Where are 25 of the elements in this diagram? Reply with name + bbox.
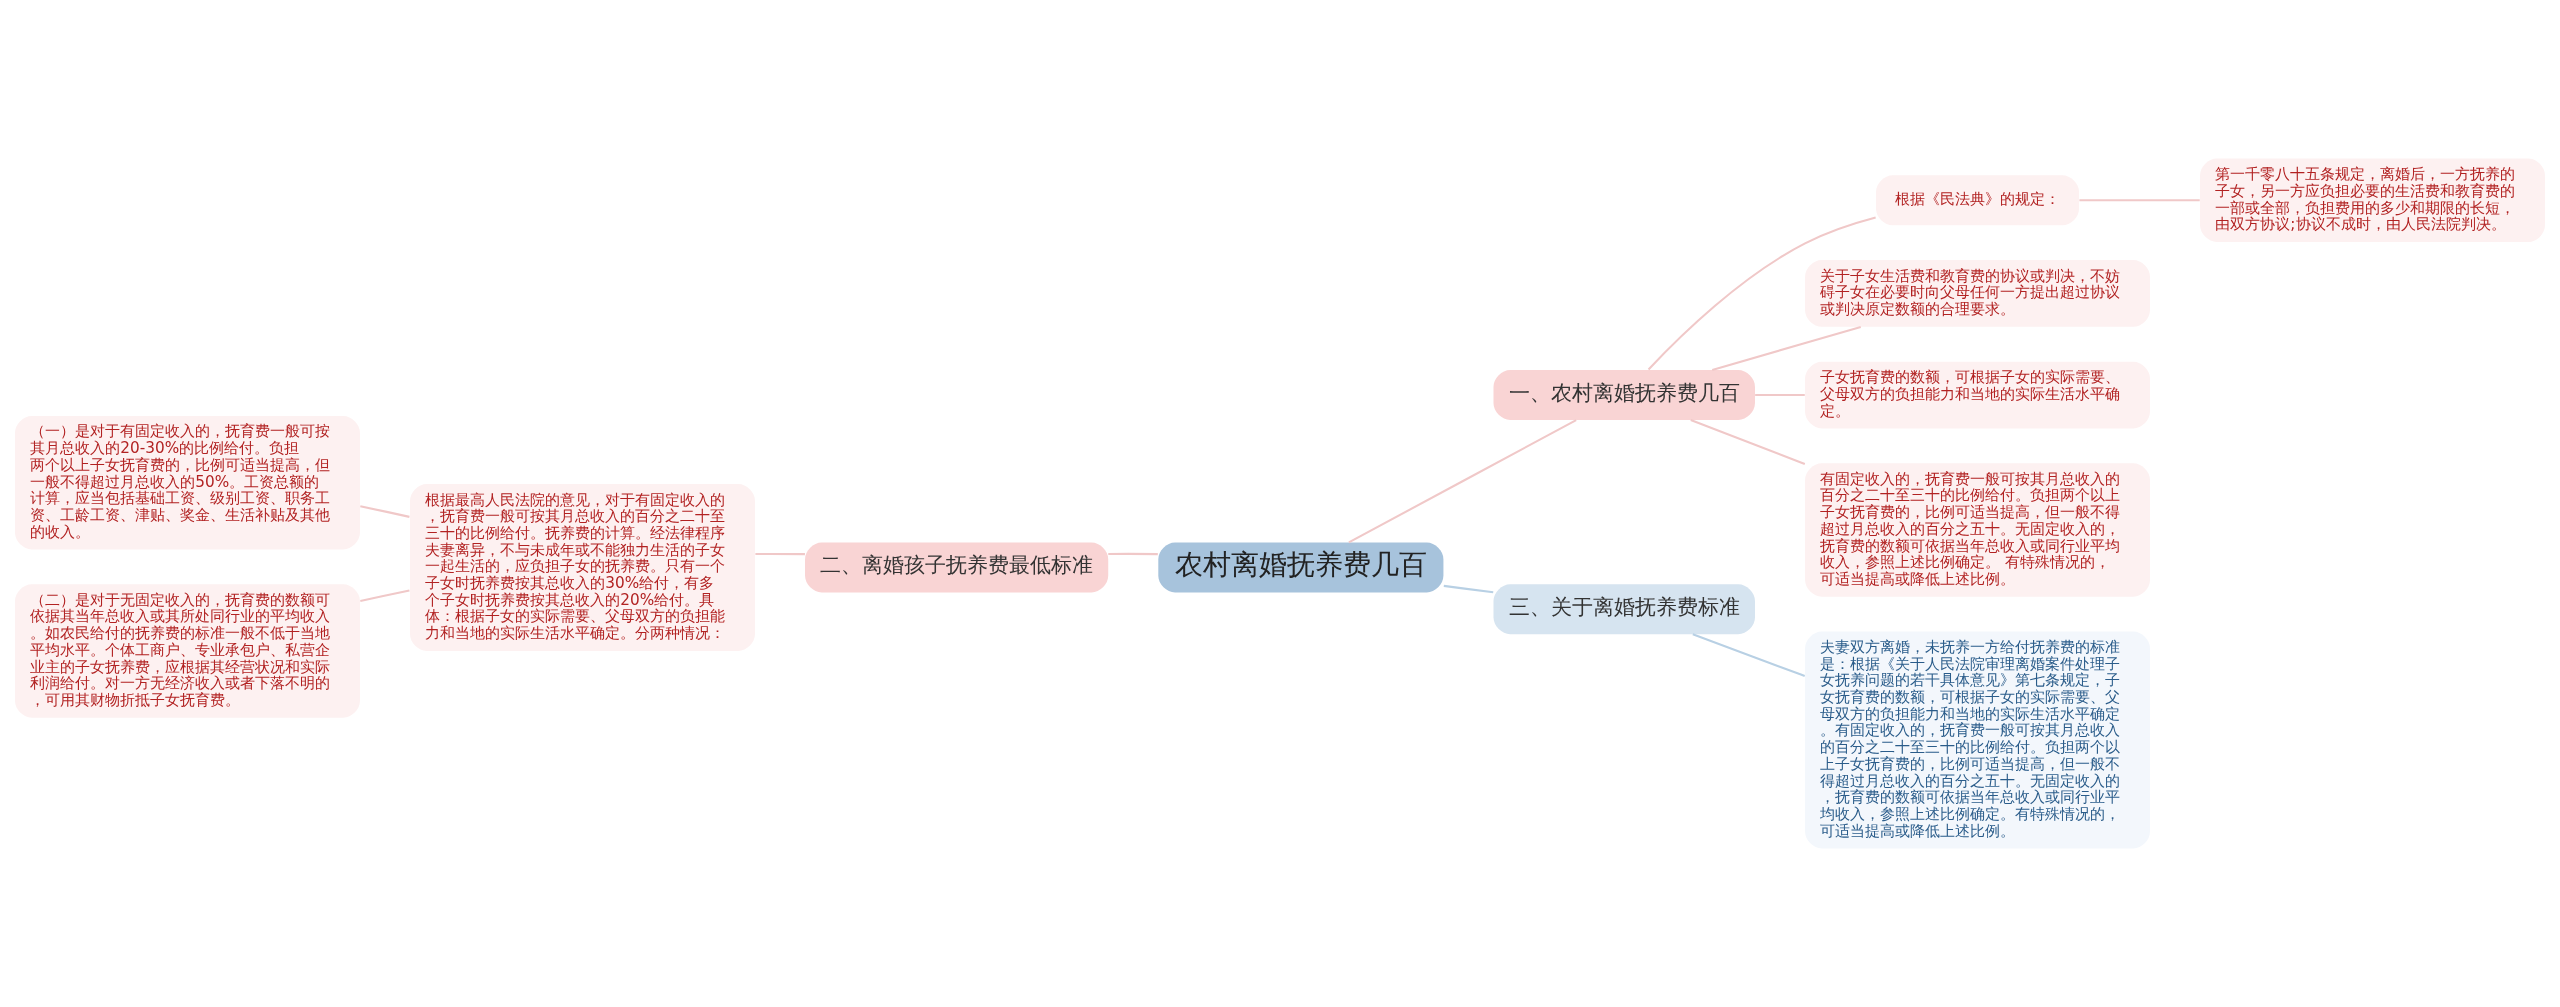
- node-box: 第一千零八十五条规定，离婚后，一方抚养的子女，另一方应负担必要的生活费和教育费的一部或全部，负担费用的多少和期限的长短，由双方协议;协议不成时，由人民法院判决。: [2200, 158, 2545, 242]
- connector: [1755, 393, 1805, 397]
- node-box: 二、离婚孩子抚养费最低标准: [805, 542, 1109, 593]
- node-box: 三、关于离婚抚养费标准: [1493, 584, 1755, 635]
- node-box: 根据《民法典》的规定：: [1876, 175, 2080, 226]
- node-box: 子女抚育费的数额，可根据子女的实际需要、父母双方的负担能力和当地的实际生活水平确定。: [1805, 361, 2150, 429]
- node-box: 有固定收入的，抚育费一般可按其月总收入的百分之二十至三十的比例给付。负担两个以上子女抚育费的，比例可适当提高，但一般不得超过月总收入的百分之五十。无固定收入的，抚育费的数额可依据当年总收入或同行业平均收入，参照上述比例确定。 有特殊情况的，可适当提高或降低上述比例。: [1805, 463, 2150, 597]
- connector: [360, 505, 410, 518]
- connector: [1647, 216, 1876, 371]
- node-box: 关于子女生活费和教育费的协议或判决，不妨碍子女在必要时向父母任何一方提出超过协议或判决原定数额的合理要求。: [1805, 260, 2150, 327]
- node-box: 农村离婚抚养费几百: [1158, 542, 1444, 593]
- connector: [360, 589, 410, 602]
- connector: [1443, 584, 1494, 594]
- connector: [1690, 419, 1806, 465]
- node-box: （二）是对于无固定收入的，抚育费的数额可依据其当年总收入或其所处同行业的平均收入。如农民给付的抚养费的标准一般不低于当地平均水平。个体工商户、专业承包户、私营企业主的子女抚养费，应根据其经营状况和实际利润给付。对一方无经济收入或者下落不明的，可用其财物折抵子女抚育费。: [15, 584, 360, 718]
- connector: [1108, 552, 1158, 556]
- node-box: 根据最高人民法院的意见，对于有固定收入的，抚育费一般可按其月总收入的百分之二十至三十的比例给付。抚养费的计算。经法律程序夫妻离异，不与未成年或不能独力生活的子女一起生活的，应负担子女的抚养费。只有一个子女时抚养费按其总收入的30%给付，有多个子女时抚养费按其总收入的20%给付。具体：根据子女的实际需要、父母双方的负担能力和当地的实际生活水平确定。分两种情况：: [410, 484, 755, 651]
- connector: [2079, 199, 2200, 202]
- node-box: 夫妻双方离婚，未抚养一方给付抚养费的标准是：根据《关于人民法院审理离婚案件处理子女抚养问题的若干具体意见》第七条规定，子女抚育费的数额，可根据子女的实际需要、父母双方的负担能力和当地的实际生活水平确定。有固定收入的，抚育费一般可按其月总收入的百分之二十至三十的比例给付。负担两个以上子女抚育费的，比例可适当提高，但一般不得超过月总收入的百分之五十。无固定收入的，抚育费的数额可依据当年总收入或同行业平均收入，参照上述比例确定。有特殊情况的，可适当提高或降低上述比例。: [1805, 631, 2150, 849]
- connector: [755, 552, 805, 556]
- node-box: 一、农村离婚抚养费几百: [1493, 370, 1755, 421]
- connector: [1692, 633, 1806, 677]
- connector: [1348, 419, 1577, 544]
- node-box: （一）是对于有固定收入的，抚育费一般可按其月总收入的20-30%的比例给付。负担两个以上子女抚育费的，比例可适当提高，但一般不得超过月总收入的50%。工资总额的计算，应当包括基础工资、级别工资、职务工资、工龄工资、津贴、奖金、生活补贴及其他的收入。: [15, 415, 360, 550]
- connector: [1711, 325, 1862, 371]
